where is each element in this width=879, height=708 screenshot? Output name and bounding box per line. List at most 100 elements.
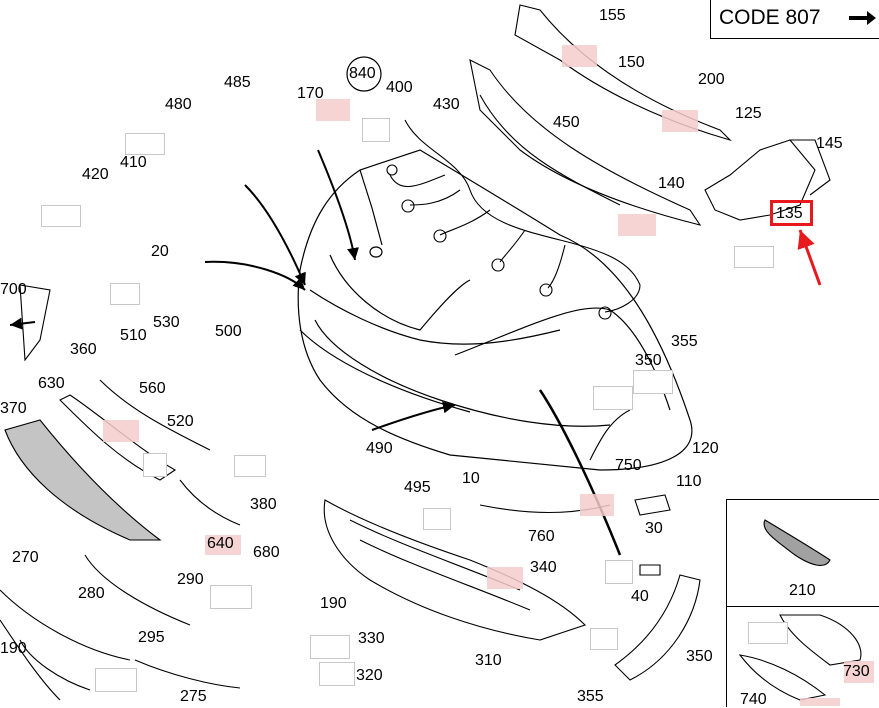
callout-380[interactable]: 380 xyxy=(250,496,277,513)
placeholder-box xyxy=(633,370,673,394)
circled-callout xyxy=(346,56,382,92)
placeholder-box xyxy=(110,283,140,305)
callout-190-left[interactable]: 190 xyxy=(0,640,27,657)
wiring-harness xyxy=(386,119,641,320)
placeholder-box xyxy=(748,622,788,644)
pink-tag xyxy=(580,494,614,516)
lower-grille xyxy=(0,284,241,701)
callout-110[interactable]: 110 xyxy=(676,473,702,490)
pink-tag xyxy=(662,110,698,132)
inset-panel-top xyxy=(726,499,879,607)
callout-430[interactable]: 430 xyxy=(433,96,460,113)
callout-350-lower[interactable]: 350 xyxy=(686,648,713,665)
placeholder-box xyxy=(95,668,137,692)
placeholder-box xyxy=(143,453,167,477)
placeholder-box xyxy=(41,205,81,227)
pink-tag xyxy=(562,45,597,67)
callout-190-middle[interactable]: 190 xyxy=(320,595,347,612)
leader-arrows xyxy=(9,149,622,556)
callout-500[interactable]: 500 xyxy=(215,323,242,340)
callout-450[interactable]: 450 xyxy=(553,114,580,131)
pink-tag xyxy=(800,698,840,706)
pink-tag xyxy=(103,420,139,442)
callout-140[interactable]: 140 xyxy=(658,175,685,192)
callout-210[interactable]: 210 xyxy=(789,582,816,599)
callout-290[interactable]: 290 xyxy=(177,571,204,588)
callout-150[interactable]: 150 xyxy=(618,54,645,71)
highlight-arrow xyxy=(797,229,822,286)
callout-280[interactable]: 280 xyxy=(78,585,105,602)
callout-840[interactable]: 840 xyxy=(349,65,376,82)
callout-640[interactable]: 640 xyxy=(207,535,234,552)
callout-485[interactable]: 485 xyxy=(224,74,251,91)
callout-750[interactable]: 750 xyxy=(615,457,642,474)
placeholder-box xyxy=(605,560,633,584)
callout-320[interactable]: 320 xyxy=(356,667,383,684)
callout-170[interactable]: 170 xyxy=(297,85,324,102)
callout-340[interactable]: 340 xyxy=(530,559,557,576)
callout-295[interactable]: 295 xyxy=(138,629,165,646)
callout-355-upper[interactable]: 355 xyxy=(671,333,698,350)
callout-20[interactable]: 20 xyxy=(151,243,169,260)
inset-parts xyxy=(738,519,862,701)
callout-740[interactable]: 740 xyxy=(740,691,767,708)
placeholder-box xyxy=(590,628,618,650)
callout-520[interactable]: 520 xyxy=(167,413,194,430)
callout-760[interactable]: 760 xyxy=(528,528,555,545)
upper-rails xyxy=(469,4,831,226)
bumper-cover xyxy=(297,149,693,471)
highlight-box-135 xyxy=(770,200,813,226)
pink-tag xyxy=(487,567,523,589)
callout-310[interactable]: 310 xyxy=(475,652,502,669)
callout-40[interactable]: 40 xyxy=(631,588,649,605)
callout-630[interactable]: 630 xyxy=(38,375,65,392)
code-label: CODE 807 xyxy=(719,6,821,29)
inset-panel-bottom xyxy=(726,606,879,707)
placeholder-box xyxy=(423,508,451,530)
callout-530[interactable]: 530 xyxy=(153,314,180,331)
callout-200[interactable]: 200 xyxy=(698,71,725,88)
placeholder-box xyxy=(319,662,355,686)
callout-480[interactable]: 480 xyxy=(165,96,192,113)
callout-510[interactable]: 510 xyxy=(120,327,147,344)
callout-400[interactable]: 400 xyxy=(386,79,413,96)
callout-10[interactable]: 10 xyxy=(462,470,480,487)
pink-tag xyxy=(316,99,350,121)
callout-145[interactable]: 145 xyxy=(816,135,843,152)
placeholder-box xyxy=(125,133,165,155)
callout-410[interactable]: 410 xyxy=(120,154,147,171)
right-arrow-icon xyxy=(849,11,876,25)
code-header: CODE 807 xyxy=(710,0,879,39)
callout-350-upper[interactable]: 350 xyxy=(635,352,662,369)
callout-30[interactable]: 30 xyxy=(645,520,663,537)
placeholder-box xyxy=(310,635,350,659)
callout-330[interactable]: 330 xyxy=(358,630,385,647)
lower-skid-panel xyxy=(323,499,611,641)
callout-420[interactable]: 420 xyxy=(82,166,109,183)
pink-tag xyxy=(618,214,656,236)
placeholder-box xyxy=(593,386,633,410)
callout-155[interactable]: 155 xyxy=(599,7,626,24)
placeholder-box xyxy=(734,246,774,268)
callout-275[interactable]: 275 xyxy=(180,688,207,705)
pink-tag xyxy=(844,661,874,683)
callout-355-lower[interactable]: 355 xyxy=(577,688,604,705)
callout-135[interactable]: 135 xyxy=(776,205,803,222)
placeholder-box xyxy=(234,455,266,477)
callout-360[interactable]: 360 xyxy=(70,341,97,358)
callout-700[interactable]: 700 xyxy=(0,281,27,298)
placeholder-box xyxy=(210,585,252,609)
callout-560[interactable]: 560 xyxy=(139,380,166,397)
callout-370[interactable]: 370 xyxy=(0,400,27,417)
callout-680[interactable]: 680 xyxy=(253,544,280,561)
right-side-parts xyxy=(179,409,701,681)
callout-125[interactable]: 125 xyxy=(735,105,762,122)
callout-490[interactable]: 490 xyxy=(366,440,393,457)
callout-730[interactable]: 730 xyxy=(843,663,870,680)
pink-tag xyxy=(205,535,241,555)
callout-495[interactable]: 495 xyxy=(404,479,431,496)
placeholder-box xyxy=(362,118,390,142)
callout-270[interactable]: 270 xyxy=(12,549,39,566)
callout-120[interactable]: 120 xyxy=(692,440,719,457)
